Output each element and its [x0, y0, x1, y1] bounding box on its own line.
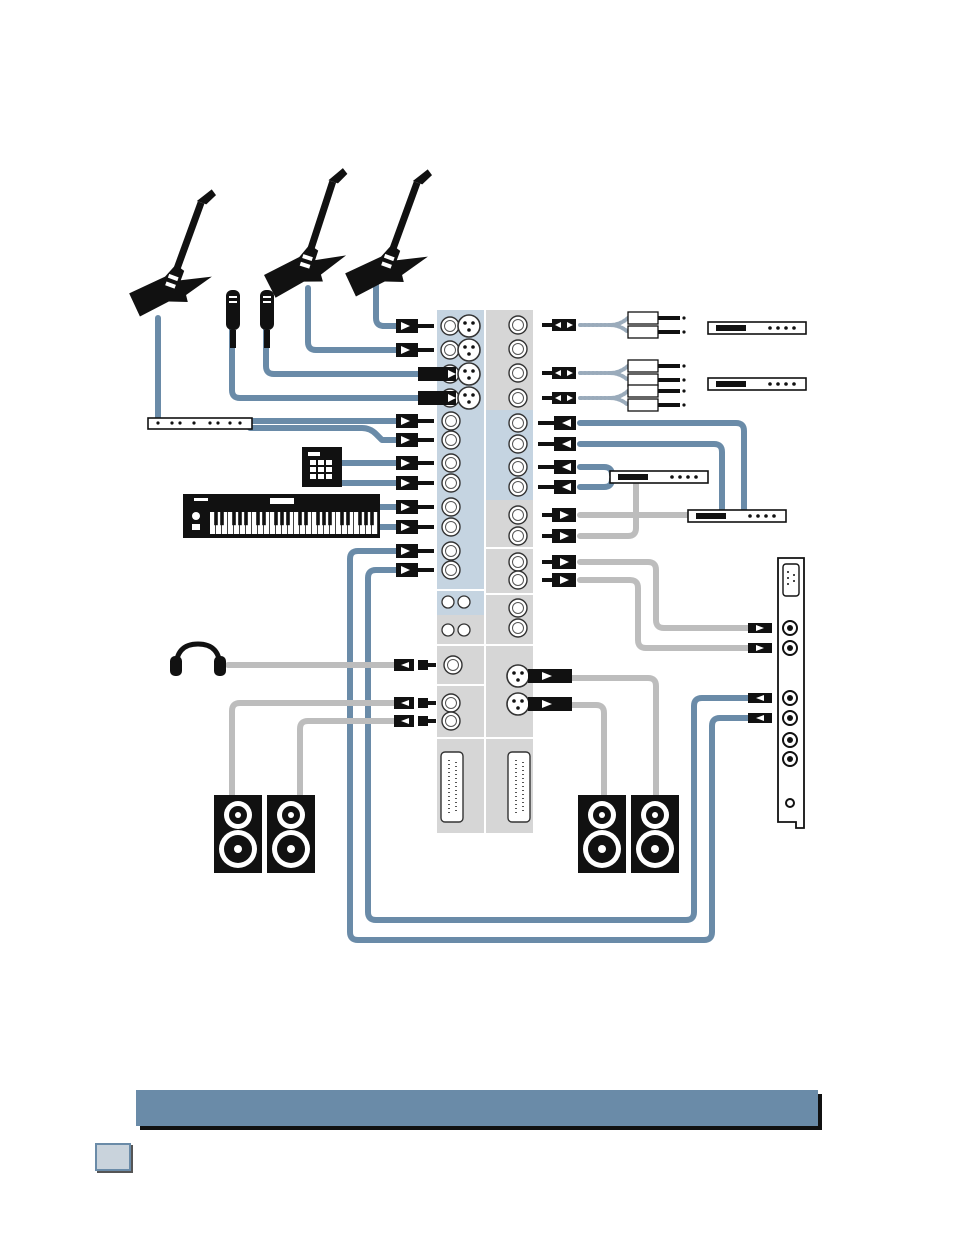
- piano-black-key: [358, 512, 362, 525]
- piano-black-key: [346, 512, 350, 525]
- cable-mic-1: [232, 330, 420, 398]
- piano-black-key: [232, 512, 236, 525]
- page-number-tab: [95, 1143, 131, 1171]
- piano-black-key: [214, 512, 218, 525]
- cable-main-out-1: [572, 678, 656, 798]
- piano-black-key: [220, 512, 224, 525]
- piano-black-key: [244, 512, 248, 525]
- microphone-icon: [226, 290, 240, 348]
- piano-black-key: [328, 512, 332, 525]
- electric-guitar-icon: [339, 155, 456, 315]
- y-cable-plugs: [628, 312, 686, 411]
- cable-rack-2: [250, 428, 398, 440]
- microphone-icon: [260, 290, 274, 348]
- cable-guitar-3: [376, 285, 398, 326]
- cable-loop-1: [350, 551, 750, 940]
- plugs-right: [528, 319, 576, 711]
- cable-guitar-2: [308, 288, 398, 350]
- piano-black-key: [304, 512, 308, 525]
- speaker-pair-icon: [578, 795, 679, 873]
- headphones-icon: [170, 644, 226, 676]
- piano-black-key: [280, 512, 284, 525]
- piano-black-key: [316, 512, 320, 525]
- caption-bar: [136, 1090, 818, 1126]
- mixer-rear-panel: [437, 310, 533, 833]
- piano-black-key: [238, 512, 242, 525]
- piano-black-key: [274, 512, 278, 525]
- piano-black-key: [322, 512, 326, 525]
- rack-unit-icon: [708, 378, 806, 390]
- rack-unit-icon: [148, 418, 252, 429]
- piano-black-key: [256, 512, 260, 525]
- piano-black-key: [286, 512, 290, 525]
- piano-black-key: [364, 512, 368, 525]
- drum-machine-icon: [302, 447, 342, 487]
- cable-loop-2: [368, 570, 750, 920]
- piano-black-key: [370, 512, 374, 525]
- piano-black-key: [262, 512, 266, 525]
- cable-fx-3: [580, 467, 612, 475]
- rack-unit-icon: [708, 322, 806, 334]
- electric-guitar-icon: [123, 175, 240, 335]
- cable-fx-4: [580, 479, 612, 487]
- rack-unit-icon: [610, 471, 708, 483]
- pci-card-icon: [748, 558, 804, 828]
- cable-main-out-2: [572, 705, 604, 798]
- cable-monitor-l-1: [232, 703, 396, 798]
- piano-black-key: [298, 512, 302, 525]
- rack-unit-icon: [688, 510, 786, 522]
- piano-black-key: [340, 512, 344, 525]
- cable-tape-out-2: [580, 580, 748, 648]
- cable-fx-return-2: [580, 484, 636, 536]
- cable-tape-out-1: [580, 562, 748, 628]
- keyboard-synth-icon: [183, 494, 380, 538]
- speaker-pair-icon: [214, 795, 315, 873]
